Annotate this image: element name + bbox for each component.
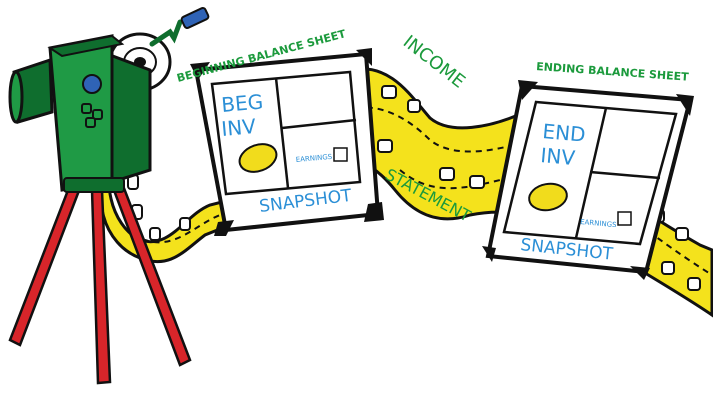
end-inv-line1: END — [542, 119, 587, 147]
end-inv-line2: INV — [540, 143, 577, 170]
earnings-box — [618, 212, 631, 225]
beg-inv-line1: BEG — [220, 89, 264, 117]
camera — [10, 7, 209, 192]
earnings-box — [334, 148, 347, 161]
tripod-head — [64, 178, 124, 192]
camera-crank — [152, 22, 180, 44]
tripod — [10, 183, 190, 383]
crank-knob — [181, 7, 210, 29]
camera-side-panel — [110, 55, 150, 182]
ending-balance-sheet-title: ENDING BALANCE SHEET — [536, 60, 690, 84]
beg-inv-line2: INV — [220, 114, 257, 141]
tripod-leg-left — [10, 185, 80, 345]
camera-blue-knob — [83, 75, 101, 93]
income-label: INCOME — [399, 31, 469, 92]
tripod-leg-right — [112, 183, 190, 365]
